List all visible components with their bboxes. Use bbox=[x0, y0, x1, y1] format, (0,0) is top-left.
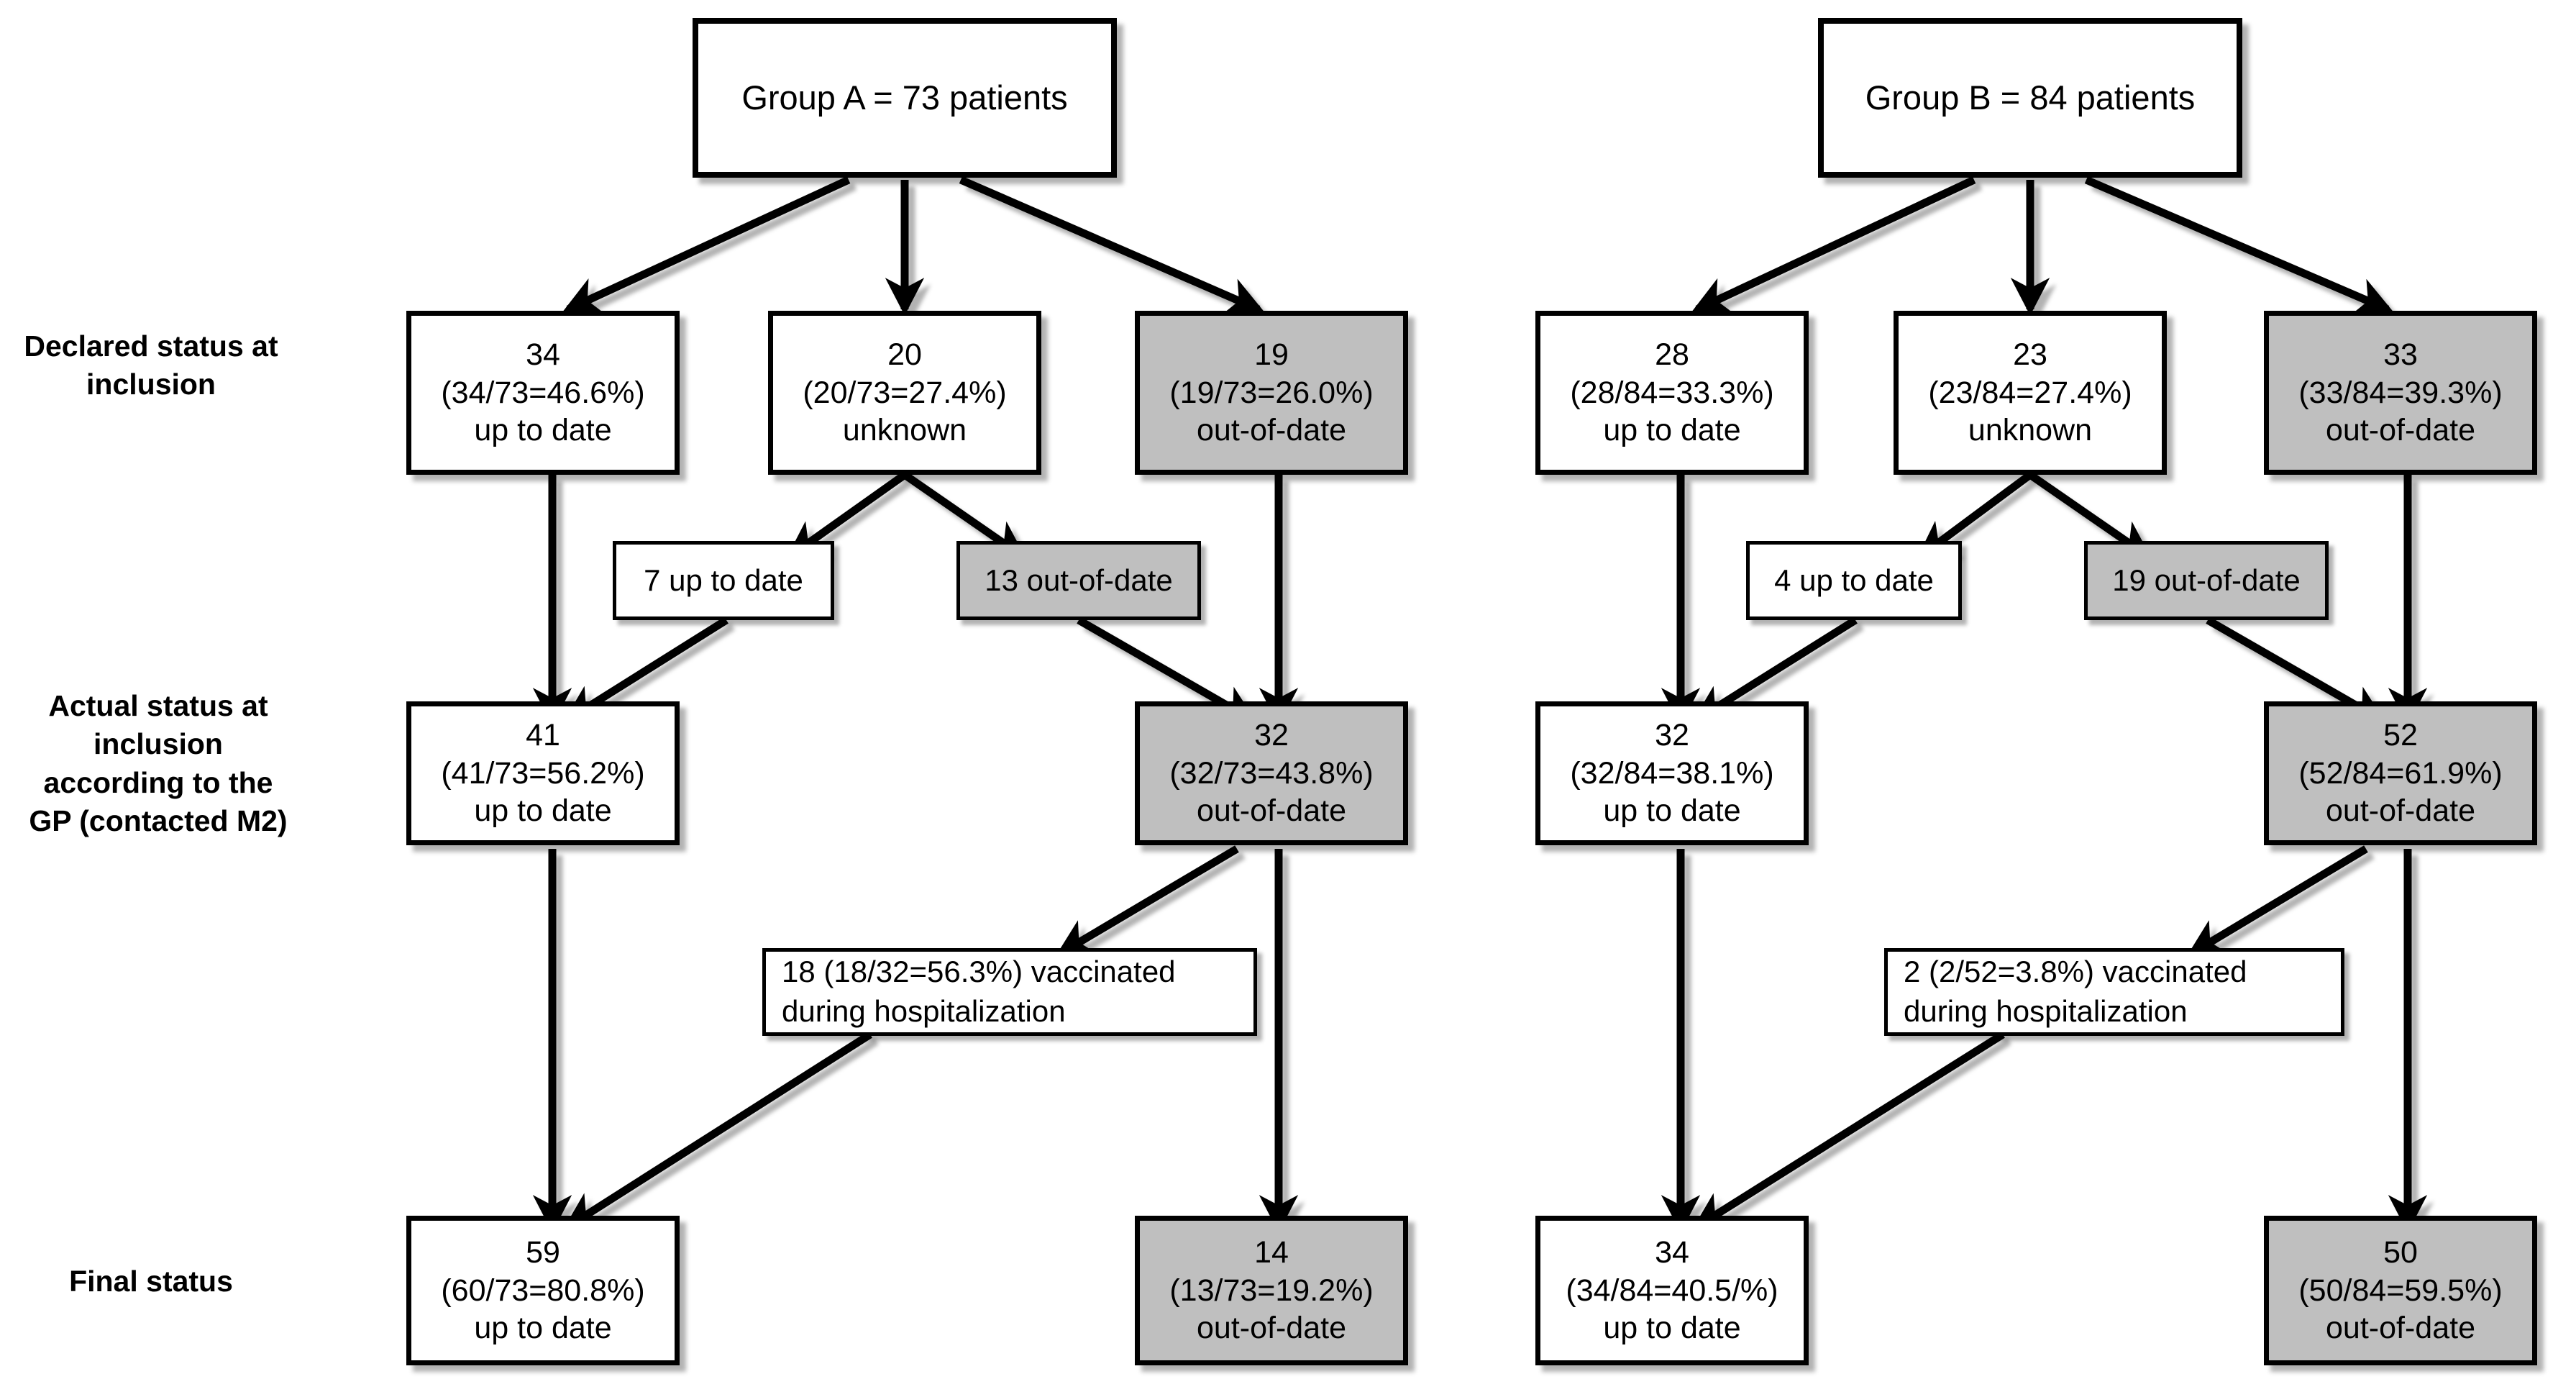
row-label-final-status: Final status bbox=[7, 1262, 295, 1301]
node-line-fraction: (52/84=61.9%) bbox=[2298, 755, 2503, 791]
node-label: 13 out-of-date bbox=[985, 563, 1173, 598]
node-line-status: out-of-date bbox=[1197, 1311, 1346, 1346]
note-line: during hospitalization bbox=[782, 994, 1066, 1028]
node-line-fraction: (33/84=39.3%) bbox=[2298, 375, 2503, 410]
node-line-count: 32 bbox=[1254, 718, 1289, 753]
node-line-status: out-of-date bbox=[2326, 1311, 2475, 1346]
node-line-count: 50 bbox=[2383, 1235, 2418, 1270]
row-label-line: Actual status at bbox=[48, 689, 268, 722]
node-line-fraction: (23/84=27.4%) bbox=[1928, 375, 2132, 410]
node-line-count: 34 bbox=[526, 337, 560, 373]
node-line-fraction: (50/84=59.5%) bbox=[2298, 1273, 2503, 1308]
node-line-status: up to date bbox=[474, 413, 612, 448]
node-label: 19 out-of-date bbox=[2112, 563, 2301, 598]
row-label-line: Final status bbox=[69, 1265, 233, 1298]
node-b-declared-unknown[interactable]: 23 (23/84=27.4%) unknown bbox=[1894, 311, 2167, 475]
node-line-fraction: (41/73=56.2%) bbox=[441, 755, 645, 791]
node-line-fraction: (28/84=33.3%) bbox=[1570, 375, 1774, 410]
note-line: during hospitalization bbox=[1904, 994, 2188, 1028]
node-line-fraction: (60/73=80.8%) bbox=[441, 1273, 645, 1308]
node-line-fraction: (32/84=38.1%) bbox=[1570, 755, 1774, 791]
node-b-note-outofdate[interactable]: 19 out-of-date bbox=[2084, 541, 2329, 620]
row-label-line: GP (contacted M2) bbox=[29, 804, 288, 837]
node-b-actual-outofdate[interactable]: 52 (52/84=61.9%) out-of-date bbox=[2264, 701, 2537, 845]
node-line-fraction: (20/73=27.4%) bbox=[803, 375, 1007, 410]
node-line-count: 59 bbox=[526, 1235, 560, 1270]
node-label: Group B = 84 patients bbox=[1865, 78, 2196, 117]
node-line-status: up to date bbox=[474, 793, 612, 829]
node-label: Group A = 73 patients bbox=[741, 78, 1068, 117]
node-line-status: unknown bbox=[842, 413, 967, 448]
node-a-declared-outofdate[interactable]: 19 (19/73=26.0%) out-of-date bbox=[1135, 311, 1408, 475]
node-line-status: up to date bbox=[1603, 413, 1741, 448]
node-line-fraction: (34/84=40.5/%) bbox=[1566, 1273, 1778, 1308]
node-line-fraction: (13/73=19.2%) bbox=[1169, 1273, 1374, 1308]
row-label-line: inclusion bbox=[86, 368, 216, 401]
row-label-line: according to the bbox=[43, 765, 273, 799]
node-line-count: 33 bbox=[2383, 337, 2418, 373]
node-line-count: 23 bbox=[2013, 337, 2047, 373]
node-line-status: up to date bbox=[474, 1311, 612, 1346]
node-line-fraction: (32/73=43.8%) bbox=[1169, 755, 1374, 791]
node-b-final-uptodate[interactable]: 34 (34/84=40.5/%) up to date bbox=[1535, 1216, 1809, 1365]
node-a-declared-unknown[interactable]: 20 (20/73=27.4%) unknown bbox=[768, 311, 1041, 475]
node-line-status: unknown bbox=[1968, 413, 2093, 448]
node-line-count: 14 bbox=[1254, 1235, 1289, 1270]
node-line-status: up to date bbox=[1603, 793, 1741, 829]
node-b-declared-outofdate[interactable]: 33 (33/84=39.3%) out-of-date bbox=[2264, 311, 2537, 475]
node-group-b-root[interactable]: Group B = 84 patients bbox=[1818, 18, 2242, 178]
node-line-status: out-of-date bbox=[2326, 413, 2475, 448]
note-line: 2 (2/52=3.8%) vaccinated bbox=[1904, 955, 2247, 989]
row-label-line: inclusion bbox=[93, 727, 223, 761]
node-line-count: 32 bbox=[1655, 718, 1689, 753]
node-label: 7 up to date bbox=[644, 563, 803, 598]
node-a-actual-outofdate[interactable]: 32 (32/73=43.8%) out-of-date bbox=[1135, 701, 1408, 845]
node-line-count: 34 bbox=[1655, 1235, 1689, 1270]
node-line-fraction: (19/73=26.0%) bbox=[1169, 375, 1374, 410]
node-line-status: up to date bbox=[1603, 1311, 1741, 1346]
node-b-actual-uptodate[interactable]: 32 (32/84=38.1%) up to date bbox=[1535, 701, 1809, 845]
node-a-actual-uptodate[interactable]: 41 (41/73=56.2%) up to date bbox=[406, 701, 680, 845]
node-a-final-uptodate[interactable]: 59 (60/73=80.8%) up to date bbox=[406, 1216, 680, 1365]
node-label: 4 up to date bbox=[1774, 563, 1934, 598]
node-b-note-uptodate[interactable]: 4 up to date bbox=[1746, 541, 1962, 620]
node-a-final-outofdate[interactable]: 14 (13/73=19.2%) out-of-date bbox=[1135, 1216, 1408, 1365]
node-line-count: 19 bbox=[1254, 337, 1289, 373]
node-line-count: 28 bbox=[1655, 337, 1689, 373]
node-line-fraction: (34/73=46.6%) bbox=[441, 375, 645, 410]
node-a-vaccination-note[interactable]: 18 (18/32=56.3%) vaccinated during hospi… bbox=[762, 948, 1257, 1036]
node-b-final-outofdate[interactable]: 50 (50/84=59.5%) out-of-date bbox=[2264, 1216, 2537, 1365]
row-label-actual-status: Actual status at inclusion according to … bbox=[7, 687, 309, 840]
node-a-declared-uptodate[interactable]: 34 (34/73=46.6%) up to date bbox=[406, 311, 680, 475]
node-line-status: out-of-date bbox=[1197, 793, 1346, 829]
node-line-count: 41 bbox=[526, 718, 560, 753]
row-label-declared-status: Declared status at inclusion bbox=[7, 327, 295, 404]
node-a-note-outofdate[interactable]: 13 out-of-date bbox=[956, 541, 1201, 620]
row-label-line: Declared status at bbox=[24, 329, 278, 363]
node-a-note-uptodate[interactable]: 7 up to date bbox=[613, 541, 834, 620]
node-line-count: 52 bbox=[2383, 718, 2418, 753]
note-line: 18 (18/32=56.3%) vaccinated bbox=[782, 955, 1176, 989]
node-line-count: 20 bbox=[887, 337, 922, 373]
node-b-vaccination-note[interactable]: 2 (2/52=3.8%) vaccinated during hospital… bbox=[1884, 948, 2344, 1036]
node-line-status: out-of-date bbox=[1197, 413, 1346, 448]
node-line-status: out-of-date bbox=[2326, 793, 2475, 829]
node-group-a-root[interactable]: Group A = 73 patients bbox=[693, 18, 1117, 178]
node-b-declared-uptodate[interactable]: 28 (28/84=33.3%) up to date bbox=[1535, 311, 1809, 475]
